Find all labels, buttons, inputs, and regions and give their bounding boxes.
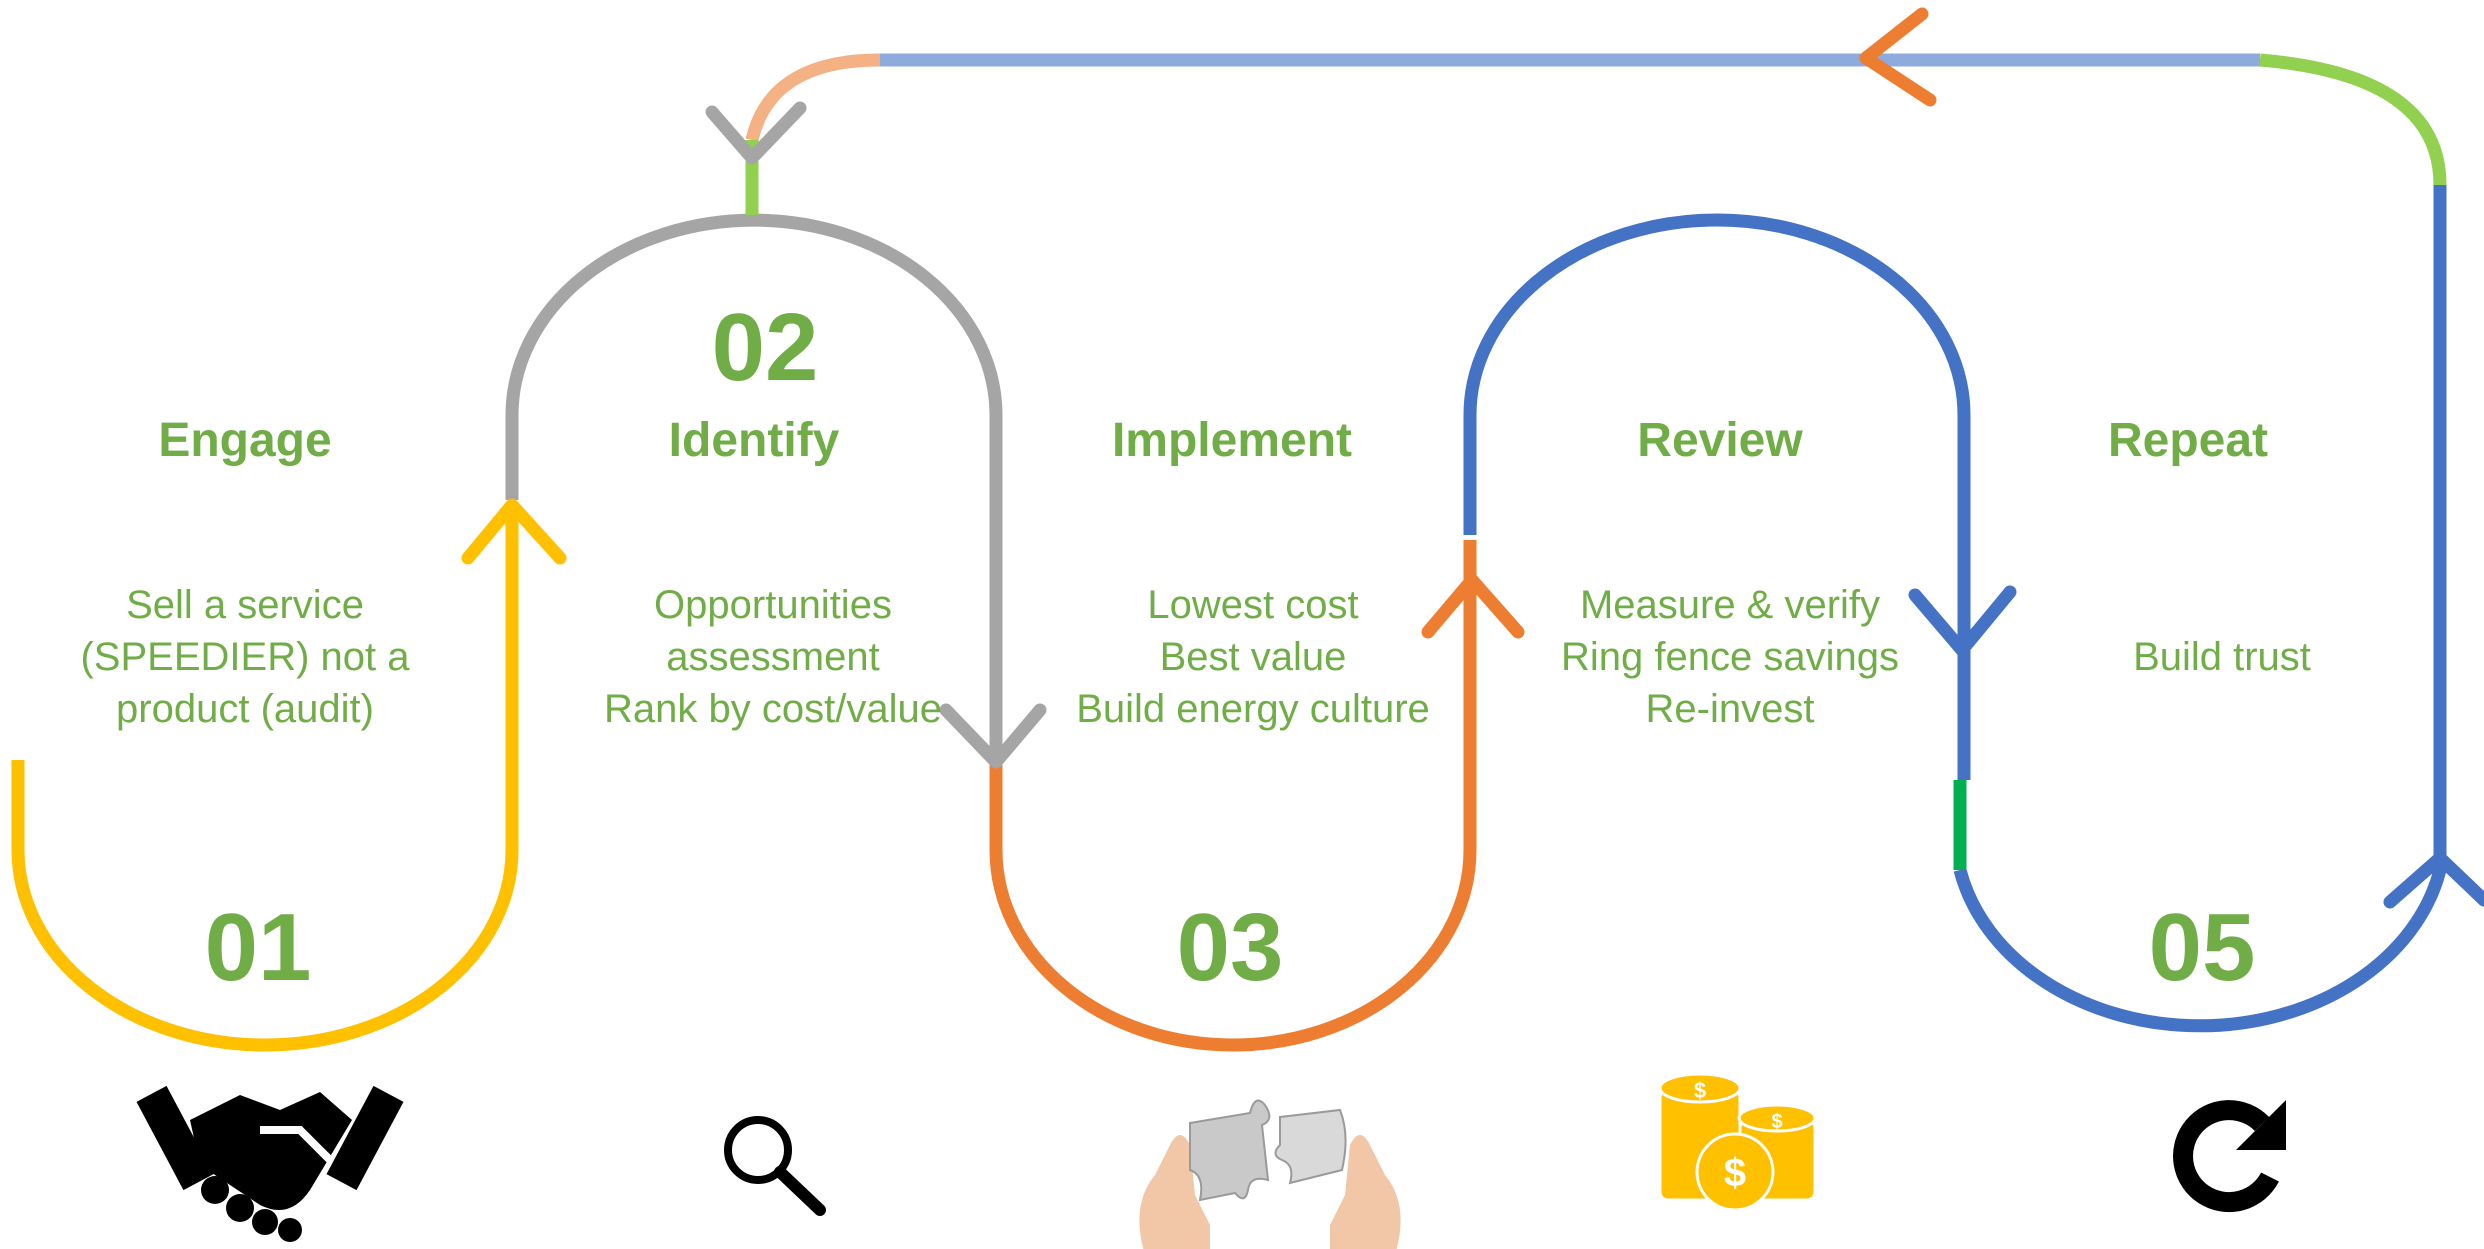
arrowheads (461, 7, 2484, 909)
step-number-engage: 01 (205, 894, 312, 1001)
puzzle-hands-icon (1139, 1099, 1401, 1249)
step-title-identify: Identify (669, 414, 840, 467)
process-path (11, 53, 2447, 1052)
path-segment-review-lower (1463, 213, 1971, 780)
step-number-implement: 03 (1177, 894, 1284, 1001)
refresh-icon (2173, 1100, 2286, 1213)
step-desc-review-line-1: Measure & verify (1580, 583, 1880, 627)
step-desc-implement-line-1: Lowest cost (1147, 583, 1358, 627)
step-desc-engage-line-1: Sell a service (126, 583, 364, 627)
return-path-green (2259, 53, 2447, 186)
step-number-repeat: 05 (2149, 894, 2256, 1001)
step-desc-identify-line-3: Rank by cost/value (604, 687, 942, 731)
magnifier-icon (724, 1116, 826, 1216)
step-desc-implement-line-2: Best value (1160, 635, 1347, 679)
arrow-up-blue-right (2383, 851, 2484, 909)
svg-text:$: $ (1771, 1111, 1782, 1133)
path-segment-implement (989, 540, 1477, 1052)
svg-text:$: $ (1694, 1078, 1706, 1103)
coins-icon: $ $ $ (1658, 1072, 1817, 1212)
step-title-review: Review (1637, 414, 1803, 467)
arrow-down-blue (1908, 585, 2017, 657)
step-desc-engage-line-3: product (audit) (116, 687, 374, 731)
step-desc-implement-line-3: Build energy culture (1076, 687, 1430, 731)
path-segment-engage (11, 510, 519, 1052)
path-segment-repeat (1953, 185, 2447, 1033)
arrow-left-orange (1859, 7, 1937, 107)
step-title-repeat: Repeat (2108, 414, 2268, 467)
step-desc-repeat-line-2: Build trust (2133, 635, 2311, 679)
arrow-down-gray-top (705, 101, 807, 165)
step-title-implement: Implement (1112, 414, 1352, 467)
step-desc-review-line-2: Ring fence savings (1561, 635, 1899, 679)
path-segment-identify (505, 213, 1003, 755)
step-desc-identify-line-2: assessment (666, 635, 879, 679)
arrow-up-yellow (461, 498, 567, 565)
step-desc-identify-line-1: Opportunities (654, 583, 892, 627)
return-path-peach (745, 53, 881, 142)
step-desc-engage-line-2: (SPEEDIER) not a (80, 635, 410, 679)
step-title-engage: Engage (158, 414, 331, 467)
step-number-identify: 02 (712, 294, 819, 401)
step-labels: Engage 01 Sell a service (SPEEDIER) not a pr… (80, 294, 2310, 1001)
svg-text:$: $ (1724, 1151, 1746, 1195)
arrow-up-orange (1421, 573, 1525, 639)
handshake-icon (136, 1085, 404, 1242)
arrow-down-gray (939, 703, 1047, 769)
step-desc-review-line-3: Re-invest (1646, 687, 1815, 731)
